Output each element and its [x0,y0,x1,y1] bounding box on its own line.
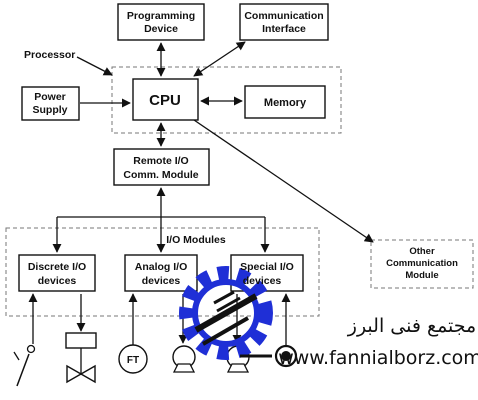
processor-label: Processor [24,49,75,61]
special-io-label-line1: Special I/O [240,261,294,273]
other-comm-label-line2: Communication [386,258,458,269]
communication-interface-label-line2: Interface [262,23,306,35]
communication-interface-box [239,3,329,41]
watermark-url-text: www.fannialborz.com [278,347,478,369]
remote-io-module-box [113,148,210,186]
analog-io-box [124,254,198,292]
discrete-io-label-line1: Discrete I/O [28,261,86,273]
communication-interface-label-line1: Communication [244,10,323,22]
io-modules-label: I/O Modules [166,234,226,246]
remote-io-label-line2: Comm. Module [123,169,198,181]
pump-icon-1 [172,345,196,373]
watermark-arabic-text: مجتمع فنی البرز [347,315,476,337]
switch-icon [13,344,36,387]
cpu-box [132,78,199,121]
other-comm-label-line3: Module [405,270,438,281]
processor-pointer [76,56,113,76]
power-supply-label-line2: Supply [32,104,67,116]
power-supply-label-line1: Power [34,91,66,103]
cpu-communication-link [193,41,246,77]
sensor-icon [274,344,298,368]
io-modules-boundary [5,227,320,317]
analog-io-label-line1: Analog I/O [135,261,188,273]
remote-io-label-line1: Remote I/O [133,155,188,167]
gear-logo-icon [179,266,273,360]
valve-icon [65,332,97,384]
programming-device-box [117,3,205,41]
programming-device-label-line2: Device [144,23,178,35]
other-comm-label-line1: Other [409,246,435,257]
memory-box [244,85,326,119]
discrete-io-label-line2: devices [38,275,77,287]
discrete-io-box [18,254,96,292]
ft-label: FT [127,355,139,366]
cpu-label: CPU [149,92,181,109]
memory-label: Memory [264,97,307,109]
flow-transmitter-icon [118,344,148,374]
cpu-other-comm-link [193,119,374,243]
programming-device-label-line1: Programming [127,10,195,22]
other-communication-module-box [370,239,474,289]
power-supply-box [21,86,80,121]
analog-io-label-line2: devices [142,275,181,287]
special-io-label-line2: devices [243,275,282,287]
